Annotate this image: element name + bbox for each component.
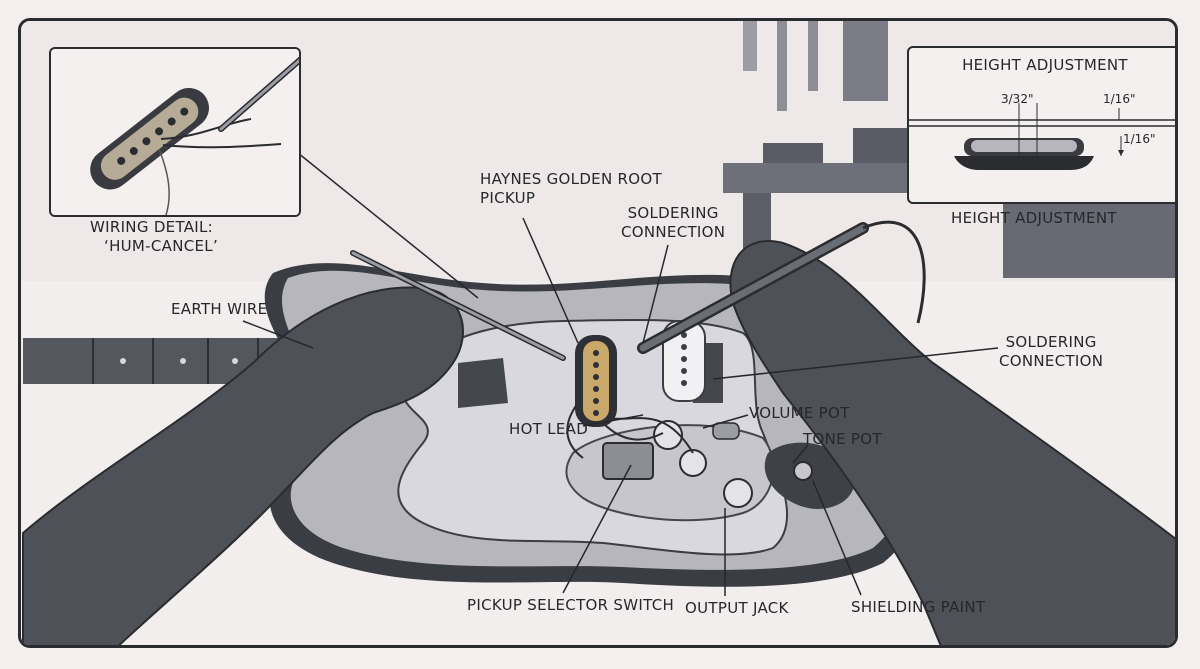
hanging-tool	[743, 21, 757, 71]
height-adjustment-caption: HEIGHT ADJUSTMENT	[951, 209, 1117, 227]
pickup-selector-switch-label: PICKUP SELECTOR SWITCH	[467, 596, 675, 614]
wire	[602, 422, 664, 441]
bench-clamp	[763, 143, 823, 163]
tone-pot	[679, 449, 707, 477]
pickup-label: HAYNES GOLDEN ROOT PICKUP	[480, 170, 662, 208]
bench-tool	[853, 128, 913, 163]
workbench-scene	[21, 21, 1175, 645]
soldering-right-line1: SOLDERING	[1005, 333, 1097, 351]
output-jack-pot	[723, 478, 753, 508]
neck-pickup	[662, 320, 706, 402]
wiring-detail-caption-line1: WIRING DETAIL:	[90, 218, 214, 236]
capacitor	[712, 422, 740, 440]
height-adjustment-title: HEIGHT ADJUSTMENT	[962, 56, 1128, 74]
earth-wire-label: EARTH WIRE	[171, 300, 268, 318]
dim-side-label: 1/16"	[1123, 132, 1156, 146]
output-jack	[793, 461, 813, 481]
height-adjustment-inset: HEIGHT ADJUSTMENT 3/32" 1/16" 1/16"	[907, 46, 1175, 204]
hot-lead-label: HOT LEAD	[509, 420, 589, 438]
left-hand	[22, 250, 566, 645]
wire	[607, 417, 694, 454]
wire	[566, 402, 584, 459]
wiring-detail-inset	[49, 47, 301, 217]
soldering-connection-label-right: SOLDERING CONNECTION	[999, 333, 1103, 371]
hanging-tool	[777, 21, 787, 111]
hanging-tool	[843, 21, 888, 101]
tone-pot-label: TONE POT	[803, 430, 882, 448]
dim-top-label: 1/16"	[1103, 92, 1136, 106]
output-jack-label: OUTPUT JACK	[685, 599, 789, 617]
illustration-frame: WIRING DETAIL: ‘HUM-CANCEL’ HEIGHT ADJUS…	[18, 18, 1178, 648]
callout-lines	[242, 152, 999, 596]
volume-pot-label: VOLUME POT	[749, 404, 850, 422]
pickup-cavity	[458, 358, 508, 408]
wiring-detail-drawing	[51, 49, 299, 215]
pickup-label-line1: HAYNES GOLDEN ROOT	[480, 170, 662, 188]
hanging-tool	[808, 21, 818, 91]
selector-switch	[602, 442, 654, 480]
volume-pot	[653, 420, 683, 450]
height-adjustment-drawing	[909, 103, 1175, 170]
wiring-detail-caption: WIRING DETAIL: ‘HUM-CANCEL’	[90, 218, 218, 256]
wiring-detail-caption-line2: ‘HUM-CANCEL’	[104, 237, 219, 255]
workbench-drawer	[1003, 193, 1175, 278]
soldering-center-line1: SOLDERING	[627, 204, 719, 222]
soldering-connection-label-center: SOLDERING CONNECTION	[621, 204, 725, 242]
soldering-center-line2: CONNECTION	[621, 223, 726, 241]
pickup-label-line2: PICKUP	[480, 189, 536, 207]
soldering-right-line2: CONNECTION	[999, 352, 1104, 370]
dim-gap-label: 3/32"	[1001, 92, 1034, 106]
golden-pickup	[575, 335, 617, 427]
right-hand	[637, 220, 1175, 645]
shielding-paint-label: SHIELDING PAINT	[851, 598, 986, 616]
